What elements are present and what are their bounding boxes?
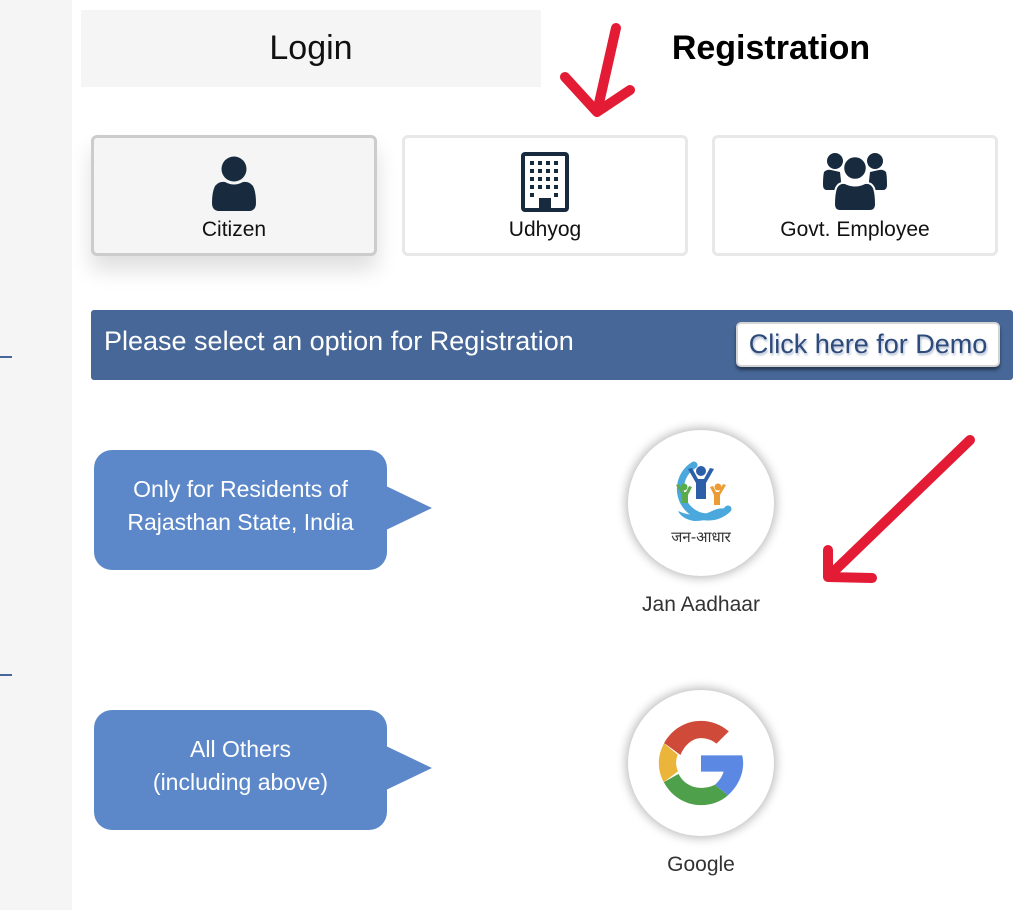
user-type-citizen[interactable]: Citizen [91, 135, 377, 256]
tab-registration[interactable]: Registration [541, 10, 1001, 87]
callout-pointer [386, 486, 432, 530]
provider-name: Jan Aadhaar [642, 593, 760, 616]
jan-aadhaar-logo[interactable]: जन-आधार [628, 430, 774, 576]
user-icon [211, 154, 257, 212]
building-icon [521, 152, 569, 212]
callout-line: All Others [190, 736, 291, 762]
callout-body: All Others (including above) [94, 710, 387, 830]
jan-aadhaar-callout: Only for Residents of Rajasthan State, I… [94, 450, 434, 570]
sidebar-marker [0, 356, 12, 358]
user-type-label: Govt. Employee [780, 218, 930, 241]
registration-banner: Please select an option for Registration… [91, 310, 1013, 380]
user-type-udhyog[interactable]: Udhyog [402, 135, 688, 256]
sidebar-marker [0, 674, 12, 676]
user-type-label: Citizen [201, 218, 267, 241]
auth-tabs: Login Registration [81, 10, 1002, 87]
callout-pointer [386, 746, 432, 790]
callout-line: Only for Residents of [133, 476, 348, 502]
user-type-label: Udhyog [508, 218, 582, 241]
tab-login[interactable]: Login [81, 10, 541, 87]
jan-aadhaar-logo-text: जन-आधार [671, 528, 731, 546]
annotation-arrow-icon [823, 435, 975, 583]
users-icon [822, 153, 888, 212]
google-option[interactable]: Google [621, 690, 781, 877]
jan-aadhaar-emblem-icon [676, 461, 732, 521]
demo-button[interactable]: Click here for Demo [736, 322, 1000, 367]
banner-text: Please select an option for Registration [104, 326, 574, 356]
left-sidebar [0, 0, 72, 910]
google-callout: All Others (including above) [94, 710, 434, 830]
callout-line: (including above) [152, 769, 329, 795]
google-logo[interactable] [628, 690, 774, 836]
jan-aadhaar-option[interactable]: जन-आधार Jan Aadhaar [621, 430, 781, 617]
user-type-govt-employee[interactable]: Govt. Employee [712, 135, 998, 256]
google-g-icon [658, 720, 744, 806]
provider-name: Google [667, 853, 735, 876]
callout-line: Rajasthan State, India [127, 509, 354, 535]
callout-body: Only for Residents of Rajasthan State, I… [94, 450, 387, 570]
